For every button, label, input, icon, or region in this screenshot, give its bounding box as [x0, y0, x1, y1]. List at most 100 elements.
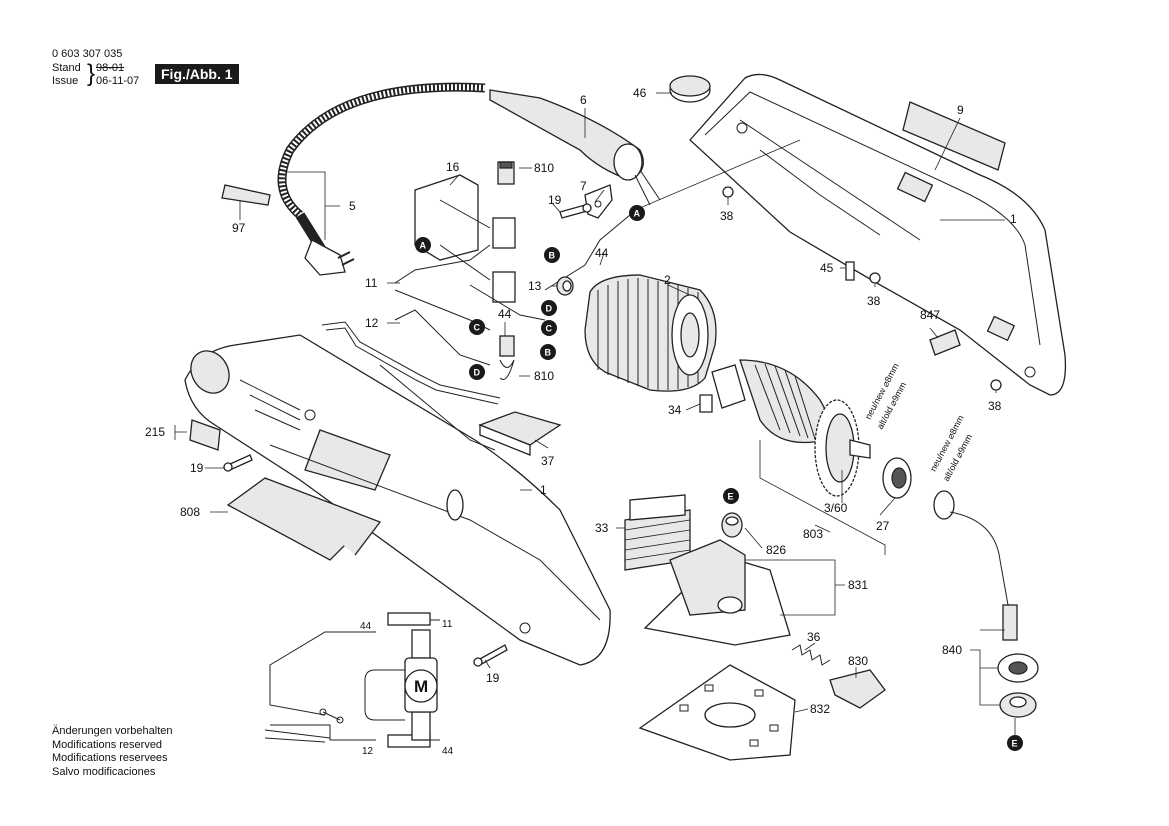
wire-set: [394, 214, 631, 366]
part-label-215: 215: [145, 425, 165, 439]
part-label-27: 27: [876, 519, 890, 533]
base-plate-831: [643, 539, 791, 646]
part-label-33: 33: [595, 521, 609, 535]
part-label-38-right: 38: [988, 399, 1002, 413]
svg-text:D: D: [474, 368, 481, 378]
marker-a-right: A: [629, 205, 645, 221]
label-plate-808: [226, 477, 382, 561]
part-label-5: 5: [349, 199, 356, 213]
field-stator-2: [584, 274, 717, 392]
part-label-36: 36: [807, 630, 821, 644]
part-label-7: 7: [580, 179, 587, 193]
dust-extraction-hose-840: [933, 490, 1039, 718]
screw-19-top: [559, 203, 592, 219]
part-number: 0 603 307 035: [52, 48, 123, 60]
footer-line-french: Modifications reservees: [52, 752, 168, 764]
marker-c-wire: C: [469, 319, 485, 335]
carbon-brush-810-top: [497, 161, 515, 185]
switch-rod: [321, 321, 501, 451]
pin-45: [845, 261, 855, 281]
part-label-2: 2: [664, 273, 671, 287]
schematic-label-12: 12: [362, 746, 374, 757]
part-label-1-left: 1: [540, 483, 547, 497]
part-label-832: 832: [810, 702, 830, 716]
part-label-45: 45: [820, 261, 834, 275]
leader-lines: [174, 92, 1016, 735]
armature-3-60: [711, 359, 871, 497]
part-label-37: 37: [541, 454, 555, 468]
motor-symbol: M: [414, 677, 428, 696]
svg-text:E: E: [1012, 739, 1018, 749]
svg-text:B: B: [549, 251, 556, 261]
marker-d-stator: C: [541, 320, 557, 336]
housing-left-half: [184, 334, 611, 666]
bearing-27: [882, 457, 912, 499]
screw-19-bottom: [473, 644, 508, 667]
part-label-810-bottom: 810: [534, 369, 554, 383]
sanding-pad-832: [638, 664, 796, 761]
bush-826: [721, 512, 743, 538]
part-label-13: 13: [528, 279, 542, 293]
nut-38-middle: [869, 272, 881, 284]
bush-13: [556, 276, 574, 296]
part-label-97: 97: [232, 221, 246, 235]
part-label-9: 9: [957, 103, 964, 117]
part-label-830: 830: [848, 654, 868, 668]
marker-c-stator: D: [541, 300, 557, 316]
part-label-44-top: 44: [595, 246, 609, 260]
footer-notes: Änderungen vorbehalten Modifications res…: [52, 725, 172, 779]
footer-line-spanish: Salvo modificaciones: [52, 765, 156, 778]
part-label-16: 16: [446, 160, 460, 174]
part-label-38-middle: 38: [867, 294, 881, 308]
marker-d-wire: D: [469, 364, 485, 380]
schematic-label-44-top: 44: [360, 621, 372, 632]
label-plate-9: [902, 101, 1006, 171]
issue-value: 06-11-07: [96, 75, 140, 87]
part-label-19-bottom: 19: [486, 671, 500, 685]
schematic-label-11: 11: [442, 619, 453, 630]
power-cord: [221, 82, 486, 276]
nut-38-right: [990, 379, 1002, 391]
brace-symbol: }: [87, 60, 96, 87]
svg-text:B: B: [545, 348, 552, 358]
svg-text:E: E: [728, 492, 734, 502]
housing-right-half: [689, 73, 1067, 396]
issue-label: Issue: [52, 75, 79, 87]
cord-clip-7: [584, 184, 613, 219]
part-label-38-top: 38: [720, 209, 734, 223]
figure-badge: Fig./Abb. 1: [155, 64, 239, 84]
part-label-12: 12: [365, 316, 379, 330]
lever-830: [829, 669, 886, 709]
part-label-826: 826: [766, 543, 786, 557]
svg-text:A: A: [420, 241, 427, 251]
stand-label: Stand: [52, 62, 81, 74]
label-215: [189, 419, 221, 451]
part-label-803: 803: [803, 527, 823, 541]
part-label-44-middle: 44: [498, 307, 512, 321]
marker-e-hose: E: [1007, 735, 1023, 751]
cord-sleeve-6: [489, 89, 661, 206]
clip-34: [699, 394, 713, 413]
switch-button-37: [478, 411, 562, 456]
part-label-34: 34: [668, 403, 682, 417]
marker-e-base: E: [723, 488, 739, 504]
part-label-810-top: 810: [534, 161, 554, 175]
part-label-840: 840: [942, 643, 962, 657]
part-label-808: 808: [180, 505, 200, 519]
svg-text:C: C: [474, 323, 481, 333]
part-label-6: 6: [580, 93, 587, 107]
part-label-1-right: 1: [1010, 212, 1017, 226]
schematic-label-44-bottom: 44: [442, 746, 454, 757]
part-847: [929, 329, 961, 356]
part-label-3-60: 3/60: [824, 501, 848, 515]
part-label-11: 11: [365, 276, 378, 290]
marker-b-top: B: [544, 247, 560, 263]
wiring-schematic: [264, 612, 440, 748]
spring-36: [791, 644, 831, 666]
part-label-46: 46: [633, 86, 647, 100]
cap-46: [669, 75, 711, 103]
footer-line-german: Änderungen vorbehalten: [52, 725, 173, 737]
svg-text:A: A: [634, 209, 641, 219]
